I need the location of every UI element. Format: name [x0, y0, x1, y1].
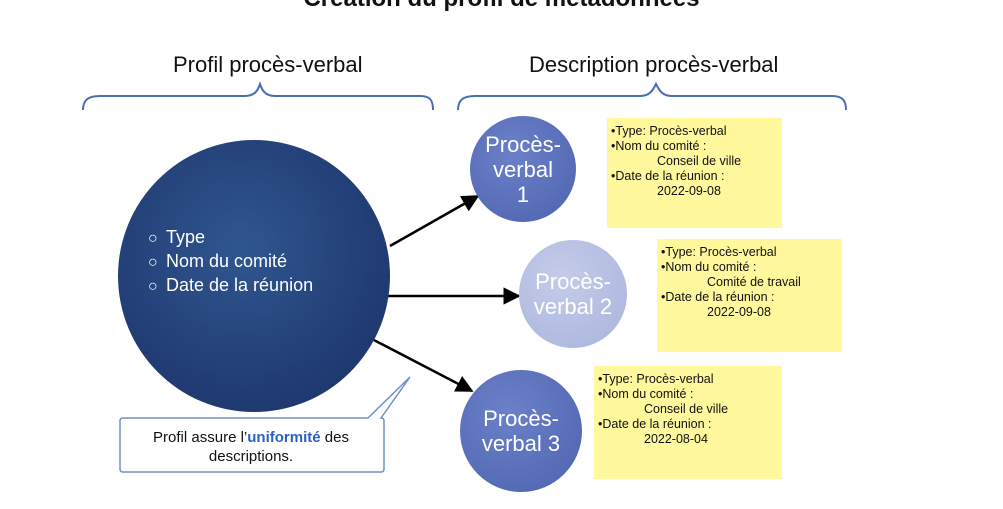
arrow-to-minutes-1: [389, 194, 480, 248]
note-committee-label: •Nom du comité :: [598, 387, 694, 401]
minutes-note-3: •Type: Procès-verbal •Nom du comité : Co…: [594, 366, 782, 479]
minutes-circle-3: Procès-verbal 3: [460, 370, 582, 492]
note-committee-value: Conseil de ville: [644, 402, 729, 416]
callout-emphasis: uniformité: [247, 429, 321, 446]
minutes-note-2: •Type: Procès-verbal •Nom du comité : Co…: [657, 239, 842, 352]
profile-circle: [118, 140, 390, 412]
profile-field-type: ○Type: [148, 226, 313, 250]
note-type: •Type: Procès-verbal: [598, 372, 714, 386]
circle-bullet-icon: ○: [148, 278, 158, 295]
header-right-label: Description procès-verbal: [529, 52, 779, 77]
circle-bullet-icon: ○: [148, 230, 158, 247]
note-date-label: •Date de la réunion :: [598, 417, 712, 431]
profile-field-committee: ○Nom du comité: [148, 250, 313, 274]
note-committee-value: Conseil de ville: [657, 154, 742, 168]
arrow-to-minutes-3: [369, 336, 474, 393]
left-brace: [82, 80, 434, 111]
note-date-value: 2022-08-04: [644, 432, 708, 446]
minutes-note-1: •Type: Procès-verbal •Nom du comité : Co…: [607, 118, 782, 228]
note-type: •Type: Procès-verbal: [661, 245, 777, 259]
callout-text: Profil assure l’uniformité des descripti…: [153, 429, 349, 465]
header-left-label: Profil procès-verbal: [173, 52, 363, 77]
minutes-circle-2: Procès-verbal 2: [519, 240, 627, 348]
note-committee-value: Comité de travail: [707, 275, 801, 289]
callout-bubble: [119, 376, 411, 473]
note-type: •Type: Procès-verbal: [611, 124, 727, 138]
note-committee-label: •Nom du comité :: [611, 139, 707, 153]
profile-field-date: ○Date de la réunion: [148, 274, 313, 298]
note-date-value: 2022-09-08: [657, 184, 721, 198]
profile-fields-list: ○Type ○Nom du comité ○Date de la réunion: [148, 226, 313, 298]
right-brace: [457, 81, 847, 111]
note-committee-label: •Nom du comité :: [661, 260, 757, 274]
note-date-label: •Date de la réunion :: [611, 169, 725, 183]
note-date-label: •Date de la réunion :: [661, 290, 775, 304]
circle-bullet-icon: ○: [148, 254, 158, 271]
page-title-cut: Création du profil de métadonnées: [0, 0, 1003, 12]
note-date-value: 2022-09-08: [707, 305, 771, 319]
